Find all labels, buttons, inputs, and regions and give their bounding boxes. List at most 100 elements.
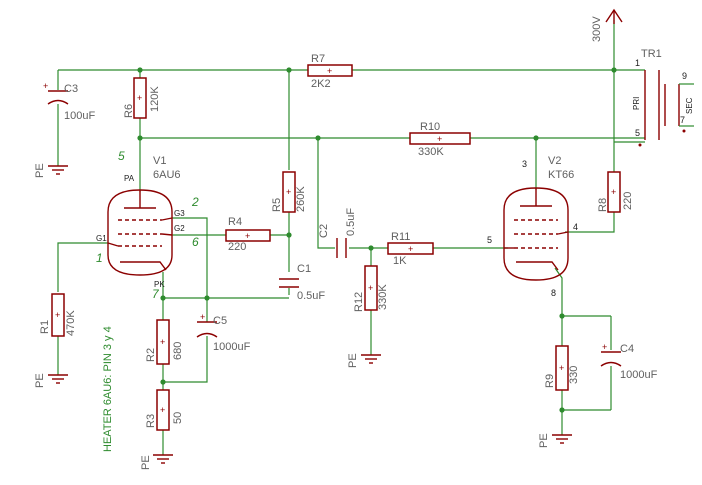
svg-text:+: + bbox=[245, 231, 250, 241]
v1-pin-num-1: 1 bbox=[96, 251, 103, 265]
svg-text:+: + bbox=[55, 310, 60, 320]
resistor-r7 bbox=[307, 64, 353, 77]
capacitor-c5: + bbox=[196, 312, 218, 338]
svg-text:+: + bbox=[160, 405, 165, 415]
c4-value: 1000uF bbox=[620, 369, 658, 381]
r9-value: 330 bbox=[568, 366, 580, 384]
junction-dots bbox=[137, 67, 617, 413]
ground-labels: PE PE PE PE PE bbox=[34, 163, 550, 470]
r5-ref: R5 bbox=[271, 198, 283, 212]
resistor-r1 bbox=[51, 293, 65, 337]
v1-type: 6AU6 bbox=[153, 169, 181, 181]
c1-ref: C1 bbox=[297, 263, 311, 275]
r8-ref: R8 bbox=[597, 198, 609, 212]
resistor-r10 bbox=[409, 132, 471, 145]
r4-ref: R4 bbox=[228, 216, 242, 228]
pe-label: PE bbox=[347, 353, 359, 368]
capacitor-c2 bbox=[336, 238, 347, 258]
ground-icon bbox=[552, 434, 572, 444]
svg-text:+: + bbox=[327, 66, 332, 76]
r5-value: 260K bbox=[295, 186, 307, 212]
tr1-pri-label: PRI bbox=[632, 97, 641, 110]
pin-labels: PA G3 G2 G1 PK 3 4 5 8 1 5 9 7 PRI SEC 5… bbox=[96, 58, 694, 301]
svg-text:+: + bbox=[368, 283, 373, 293]
component-labels: C3 100uF R6 120K R7 2K2 TR1 R10 330K V1 … bbox=[39, 48, 662, 428]
c2-value: 0.5uF bbox=[345, 208, 357, 236]
heater-note: HEATER 6AU6: PIN 3 y 4 bbox=[102, 326, 114, 452]
v1-pin-num-6: 6 bbox=[192, 235, 199, 249]
resistor-r5 bbox=[282, 171, 296, 213]
tr1-pin-9: 9 bbox=[682, 71, 687, 81]
ground-icon bbox=[153, 454, 173, 464]
resistor-r6 bbox=[133, 77, 147, 119]
r10-value: 330K bbox=[418, 146, 444, 158]
c3-ref: C3 bbox=[64, 83, 78, 95]
v2-pin-8: 8 bbox=[551, 288, 556, 298]
r2-value: 680 bbox=[172, 342, 184, 360]
resistor-r3 bbox=[156, 389, 170, 431]
ground-icon bbox=[48, 165, 68, 175]
r4-value: 220 bbox=[228, 241, 246, 253]
tr1-pin-7: 7 bbox=[680, 115, 685, 125]
r9-ref: R9 bbox=[544, 374, 556, 388]
supply-arrow-icon bbox=[605, 8, 623, 24]
resistor-r4 bbox=[225, 229, 271, 242]
r6-ref: R6 bbox=[123, 104, 135, 118]
tr1-sec-label: SEC bbox=[685, 97, 694, 114]
svg-text:+: + bbox=[437, 134, 442, 144]
svg-text:+: + bbox=[286, 187, 291, 197]
v2-ref: V2 bbox=[548, 155, 561, 167]
resistor-r8 bbox=[607, 171, 621, 213]
svg-text:+: + bbox=[160, 337, 165, 347]
v1-pin-g2: G2 bbox=[174, 224, 185, 233]
v1-pin-g3: G3 bbox=[174, 209, 185, 218]
r11-value: 1K bbox=[393, 255, 407, 267]
pe-label: PE bbox=[34, 373, 46, 388]
v1-pin-g1: G1 bbox=[96, 234, 107, 243]
c5-ref: C5 bbox=[213, 315, 227, 327]
svg-text:+: + bbox=[559, 363, 564, 373]
transformer-tr1 bbox=[614, 69, 694, 147]
c5-value: 1000uF bbox=[213, 341, 251, 353]
ground-icon bbox=[361, 354, 381, 364]
r3-ref: R3 bbox=[145, 414, 157, 428]
capacitor-c4: + bbox=[600, 342, 622, 367]
v1-ref: V1 bbox=[153, 155, 166, 167]
r2-ref: R2 bbox=[145, 348, 157, 362]
v2-pin-3: 3 bbox=[522, 159, 527, 169]
c3-value: 100uF bbox=[64, 110, 95, 122]
supply-voltage-label: 300V bbox=[591, 16, 603, 42]
r7-ref: R7 bbox=[311, 53, 325, 65]
c1-value: 0.5uF bbox=[297, 290, 325, 302]
svg-text:+: + bbox=[43, 81, 48, 91]
v1-pin-num-2: 2 bbox=[191, 195, 199, 209]
r1-value: 470K bbox=[65, 310, 77, 336]
resistor-r2 bbox=[156, 319, 170, 365]
r12-value: 330K bbox=[377, 284, 389, 310]
r1-ref: R1 bbox=[39, 320, 51, 334]
svg-text:+: + bbox=[137, 93, 142, 103]
pe-label: PE bbox=[538, 433, 550, 448]
r3-value: 50 bbox=[172, 412, 184, 424]
capacitor-c1 bbox=[279, 278, 299, 288]
svg-text:+: + bbox=[611, 187, 616, 197]
c2-ref: C2 bbox=[318, 224, 330, 238]
tube-v2 bbox=[503, 187, 569, 281]
svg-text:+: + bbox=[200, 312, 205, 322]
v2-type: KT66 bbox=[548, 169, 574, 181]
r11-ref: R11 bbox=[391, 231, 410, 243]
v1-pin-num-5: 5 bbox=[118, 149, 125, 163]
svg-text:+: + bbox=[408, 244, 413, 254]
tube-v1 bbox=[107, 189, 173, 276]
pe-label: PE bbox=[34, 163, 46, 178]
v2-pin-5: 5 bbox=[487, 235, 492, 245]
v1-pin-num-7: 7 bbox=[152, 287, 160, 301]
resistor-r11 bbox=[387, 242, 434, 255]
v1-pin-pa: PA bbox=[124, 174, 135, 183]
r7-value: 2K2 bbox=[311, 78, 331, 90]
r8-value: 220 bbox=[622, 192, 634, 210]
r6-value: 120K bbox=[149, 86, 161, 112]
svg-text:+: + bbox=[602, 342, 607, 352]
